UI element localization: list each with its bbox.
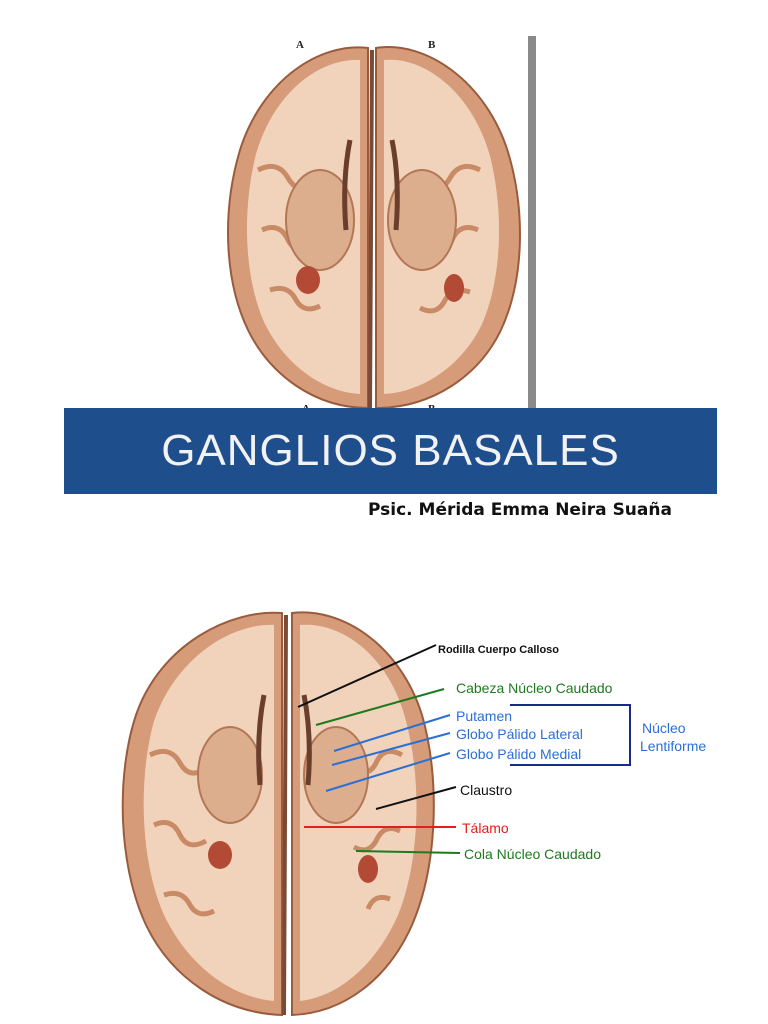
label-claustro: Claustro	[460, 782, 512, 798]
label-nucleo: Núcleo	[642, 720, 686, 736]
marker-a-top: A	[296, 39, 304, 51]
label-rodilla-cuerpo-calloso: Rodilla Cuerpo Calloso	[438, 644, 559, 656]
label-globo-palido-medial: Globo Pálido Medial	[456, 746, 581, 762]
label-talamo: Tálamo	[462, 820, 509, 836]
lentiform-bracket	[510, 704, 631, 766]
title-banner: GANGLIOS BASALES	[64, 408, 717, 494]
label-globo-palido-lateral: Globo Pálido Lateral	[456, 726, 583, 742]
author-name: Psic. Mérida Emma Neira Suaña	[368, 500, 672, 520]
brain-labeled-diagram: Rodilla Cuerpo Calloso Cabeza Núcleo Cau…	[121, 611, 706, 1017]
label-cola-nucleo-caudado: Cola Núcleo Caudado	[464, 846, 601, 862]
vertical-divider	[528, 36, 536, 410]
label-putamen: Putamen	[456, 708, 512, 724]
page-title: GANGLIOS BASALES	[161, 426, 620, 475]
marker-b-top: B	[428, 39, 436, 51]
brain-axial-section-top: A B A B	[227, 39, 521, 415]
label-lentiforme: Lentiforme	[640, 738, 706, 754]
label-cabeza-nucleo-caudado: Cabeza Núcleo Caudado	[456, 680, 613, 696]
